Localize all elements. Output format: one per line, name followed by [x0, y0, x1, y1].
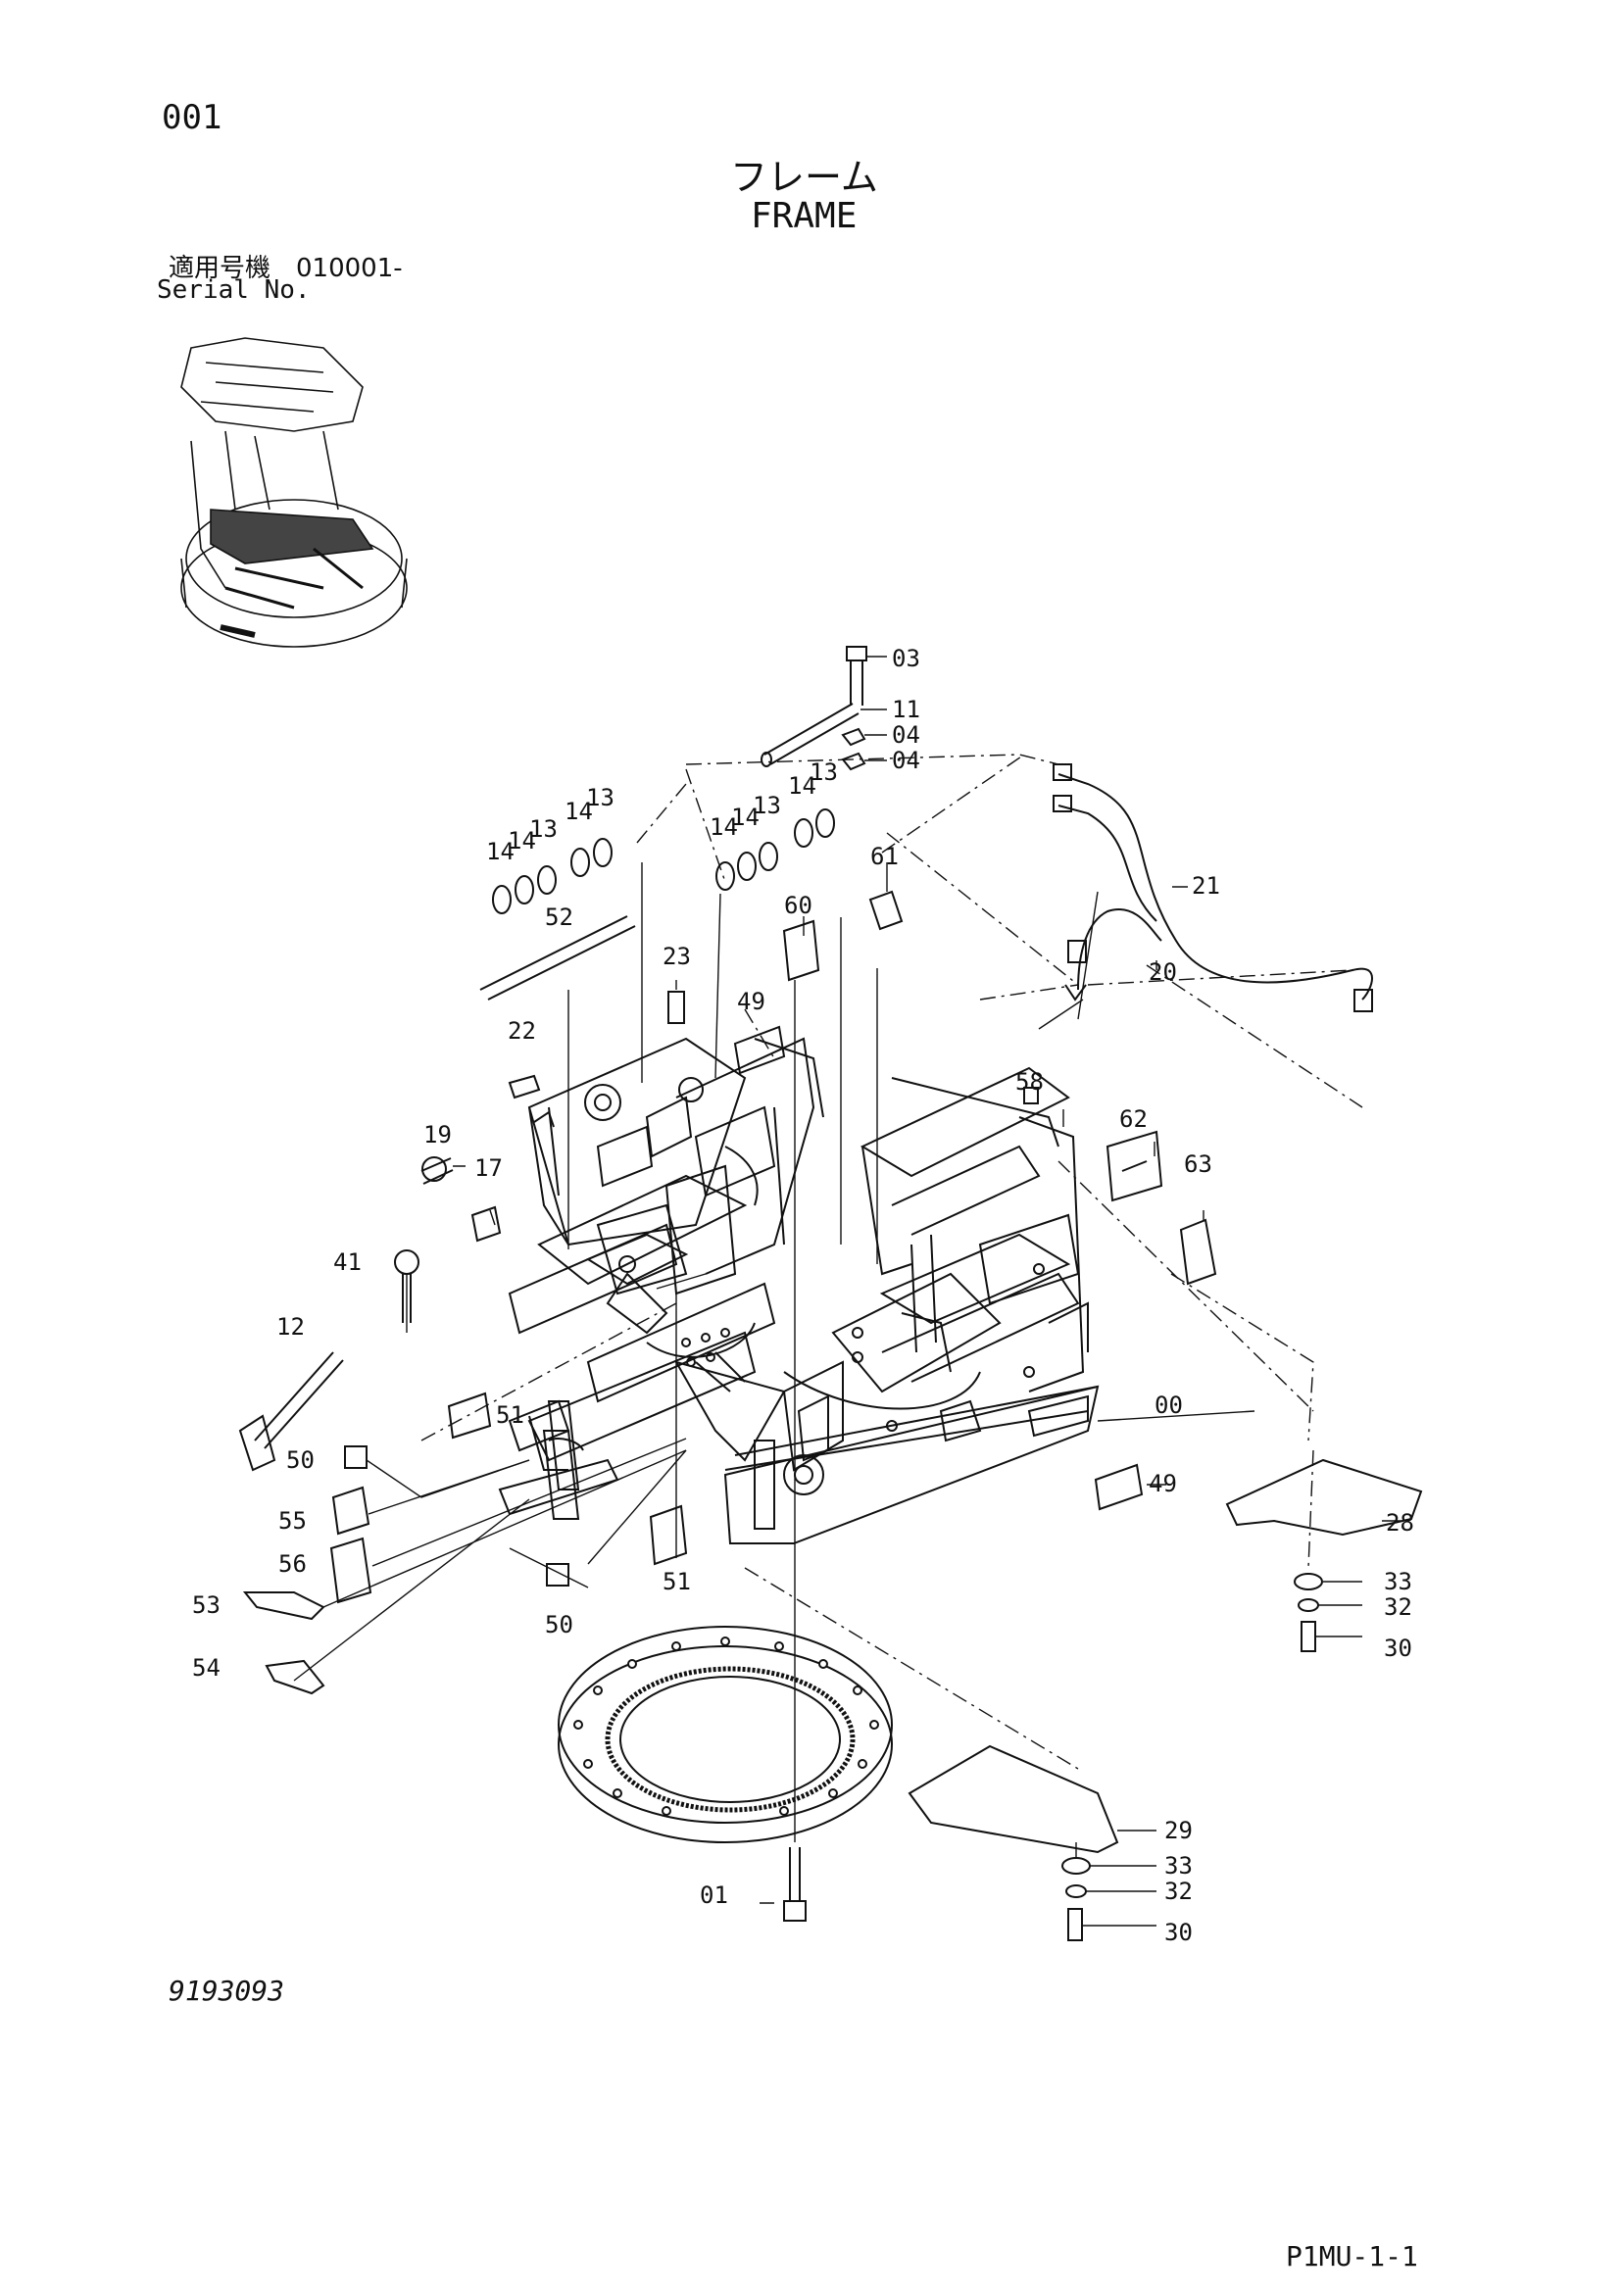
page-number: 001: [162, 98, 222, 137]
callout-19: 19: [423, 1121, 452, 1148]
callout-21: 21: [1192, 872, 1220, 900]
callout-51a: 51: [496, 1401, 524, 1429]
callout-17: 17: [474, 1154, 503, 1182]
callout-54: 54: [192, 1654, 221, 1682]
callout-28: 28: [1386, 1509, 1414, 1537]
callout-13a: 13: [529, 815, 558, 843]
callout-20: 20: [1149, 958, 1177, 986]
callout-51b: 51: [663, 1568, 691, 1595]
callout-13c: 13: [753, 792, 781, 819]
callout-14f: 14: [788, 772, 816, 800]
callout-30a: 30: [1384, 1635, 1412, 1662]
callout-11: 11: [892, 696, 920, 723]
title-japanese: フレーム: [730, 156, 878, 199]
hydraulic-pipes: [1053, 763, 1373, 1012]
callout-03: 03: [892, 645, 920, 672]
callout-55: 55: [278, 1507, 307, 1535]
page-code: P1MU-1-1: [1286, 2240, 1418, 2272]
callout-14a: 14: [486, 838, 515, 865]
drawing-number: 9193093: [169, 1975, 285, 2007]
callout-56: 56: [278, 1550, 307, 1578]
swing-bearing-ring: [558, 1626, 893, 1843]
callout-49b: 49: [1149, 1470, 1177, 1497]
callout-23: 23: [663, 943, 691, 970]
callout-14b: 14: [508, 827, 536, 855]
callout-14c: 14: [565, 798, 593, 825]
callout-29: 29: [1164, 1817, 1193, 1844]
callout-50a: 50: [286, 1446, 315, 1474]
callout-58: 58: [1015, 1068, 1044, 1096]
callout-33b: 33: [1164, 1852, 1193, 1880]
callout-53: 53: [192, 1591, 221, 1619]
small-parts: [238, 646, 1423, 1941]
serial-label-english: Serial No.: [157, 275, 311, 305]
title-english: FRAME: [751, 196, 858, 236]
callout-22: 22: [508, 1017, 536, 1045]
callout-04a: 04: [892, 721, 920, 749]
callout-14e: 14: [731, 804, 760, 831]
callout-32b: 32: [1164, 1878, 1193, 1905]
callout-41: 41: [333, 1248, 362, 1276]
reference-thumbnail: [180, 337, 408, 648]
callout-60: 60: [784, 892, 812, 919]
callout-12: 12: [276, 1313, 305, 1341]
phantom-lines: [420, 754, 1363, 1857]
leader-lines: [293, 656, 1401, 1927]
callout-33a: 33: [1384, 1568, 1412, 1595]
callout-labels: 03 11 04 04 21 20 61 60 14 14 13 14 13 1…: [192, 645, 1414, 1946]
callout-13d: 13: [810, 758, 838, 786]
callout-01: 01: [700, 1881, 728, 1909]
callout-62: 62: [1119, 1105, 1148, 1133]
main-frame: [508, 1037, 1100, 1544]
callout-13b: 13: [586, 784, 614, 811]
callout-63: 63: [1184, 1150, 1212, 1178]
serial-label-japanese: 適用号機 010001-: [169, 254, 403, 283]
callout-32a: 32: [1384, 1593, 1412, 1621]
callout-30b: 30: [1164, 1919, 1193, 1946]
callout-04b: 04: [892, 747, 920, 774]
callout-52: 52: [545, 904, 573, 931]
callout-61: 61: [870, 843, 899, 870]
callout-00: 00: [1155, 1392, 1183, 1419]
callout-49a: 49: [737, 988, 765, 1015]
callout-14d: 14: [710, 813, 738, 841]
callout-50b: 50: [545, 1611, 573, 1638]
